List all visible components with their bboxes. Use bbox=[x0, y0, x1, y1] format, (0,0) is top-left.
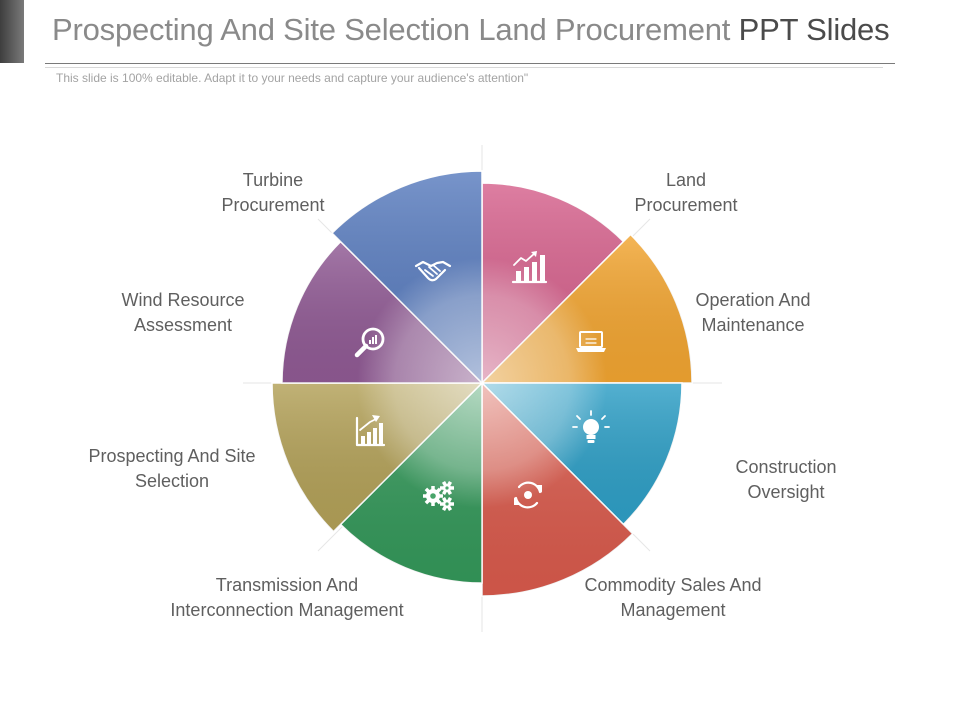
label-line: Prospecting And Site bbox=[88, 446, 256, 466]
laptop-icon bbox=[576, 331, 606, 352]
center-highlight bbox=[357, 258, 607, 508]
label-line: Maintenance bbox=[701, 315, 805, 335]
label-line: Turbine bbox=[242, 170, 304, 190]
label-line: Procurement bbox=[221, 195, 325, 215]
label-line: Commodity Sales And bbox=[584, 575, 762, 595]
gears-icon bbox=[423, 481, 454, 511]
title-emphasis: PPT Slides bbox=[738, 12, 890, 47]
label-line: Wind Resource bbox=[121, 290, 245, 310]
refresh-gear-icon bbox=[514, 481, 542, 509]
growth-chart-icon bbox=[355, 415, 386, 447]
icons-group bbox=[354, 251, 610, 511]
corner-accent bbox=[0, 0, 24, 63]
label-line: Management bbox=[620, 600, 726, 620]
label-line: Selection bbox=[134, 471, 210, 491]
magnifier-chart-icon bbox=[354, 327, 385, 358]
label-line: Interconnection Management bbox=[170, 600, 404, 620]
page-title: Prospecting And Site Selection Land Proc… bbox=[52, 12, 890, 48]
lightbulb-icon bbox=[572, 410, 610, 443]
label-line: Land bbox=[665, 170, 707, 190]
label-line: Transmission And bbox=[215, 575, 359, 595]
label-line: Assessment bbox=[133, 315, 233, 335]
title-divider-secondary bbox=[45, 67, 883, 68]
label-line: Construction bbox=[735, 457, 837, 477]
label-line: Oversight bbox=[747, 482, 825, 502]
title-divider bbox=[45, 63, 895, 64]
title-main: Prospecting And Site Selection Land Proc… bbox=[52, 12, 731, 47]
handshake-icon bbox=[414, 260, 452, 282]
label-line: Operation And bbox=[695, 290, 811, 310]
bar-chart-growth-icon bbox=[511, 251, 548, 284]
label-line: Procurement bbox=[634, 195, 738, 215]
page-subtitle: This slide is 100% editable. Adapt it to… bbox=[56, 71, 529, 85]
